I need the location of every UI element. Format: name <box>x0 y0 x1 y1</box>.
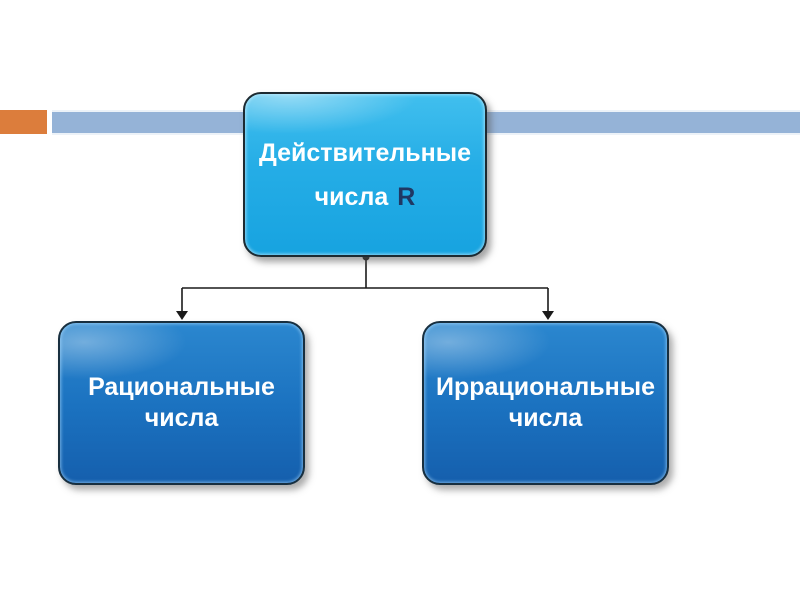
accent-bar-orange-segment <box>0 110 47 134</box>
arrowhead-left-icon <box>176 311 188 320</box>
real-numbers-word: числа <box>314 182 389 211</box>
node-irrational-numbers: Иррациональные числа <box>422 321 669 485</box>
connector-elbow-path <box>181 257 549 312</box>
arrowhead-right-icon <box>542 311 554 320</box>
irrational-numbers-title-line1: Иррациональные <box>435 373 656 401</box>
rational-numbers-title-line1: Рациональные <box>88 373 275 401</box>
real-numbers-title-line1: Действительные <box>258 138 472 167</box>
irrational-numbers-title-line2: числа <box>508 404 583 432</box>
real-numbers-symbol: R <box>397 182 416 211</box>
rational-numbers-title-line2: числа <box>144 404 219 432</box>
node-rational-numbers: Рациональные числа <box>58 321 305 485</box>
node-real-numbers: Действительные числа R <box>243 92 487 257</box>
real-numbers-title-line2: числа R <box>315 175 416 219</box>
